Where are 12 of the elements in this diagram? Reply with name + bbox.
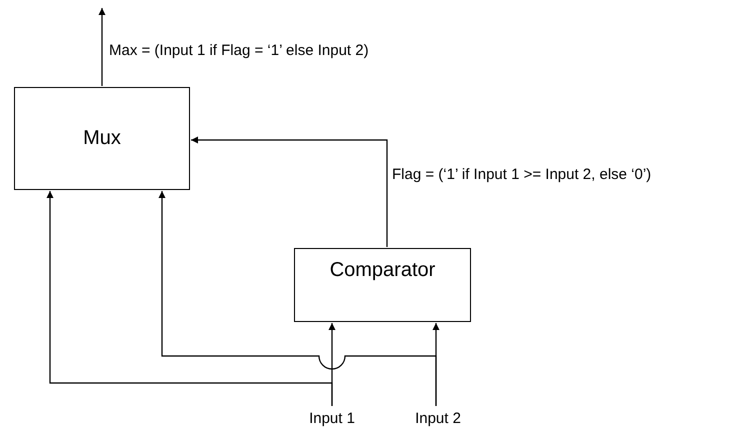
edge-label: Flag = (‘1’ if Input 1 >= Input 2, else ‘0’) <box>391 166 652 183</box>
arrow <box>191 136 388 247</box>
input-label: Input 1 <box>300 407 364 429</box>
edge-label: Max = (Input 1 if Flag = ‘1’ else Input 2) <box>108 42 370 59</box>
input-label: Input 2 <box>406 407 470 429</box>
block-box <box>294 248 471 322</box>
block-label: Comparator <box>330 259 436 282</box>
arrow <box>46 191 333 406</box>
block-label: Mux <box>83 127 121 150</box>
block-box <box>14 87 190 190</box>
arrow <box>158 191 437 406</box>
arrow <box>98 8 106 86</box>
